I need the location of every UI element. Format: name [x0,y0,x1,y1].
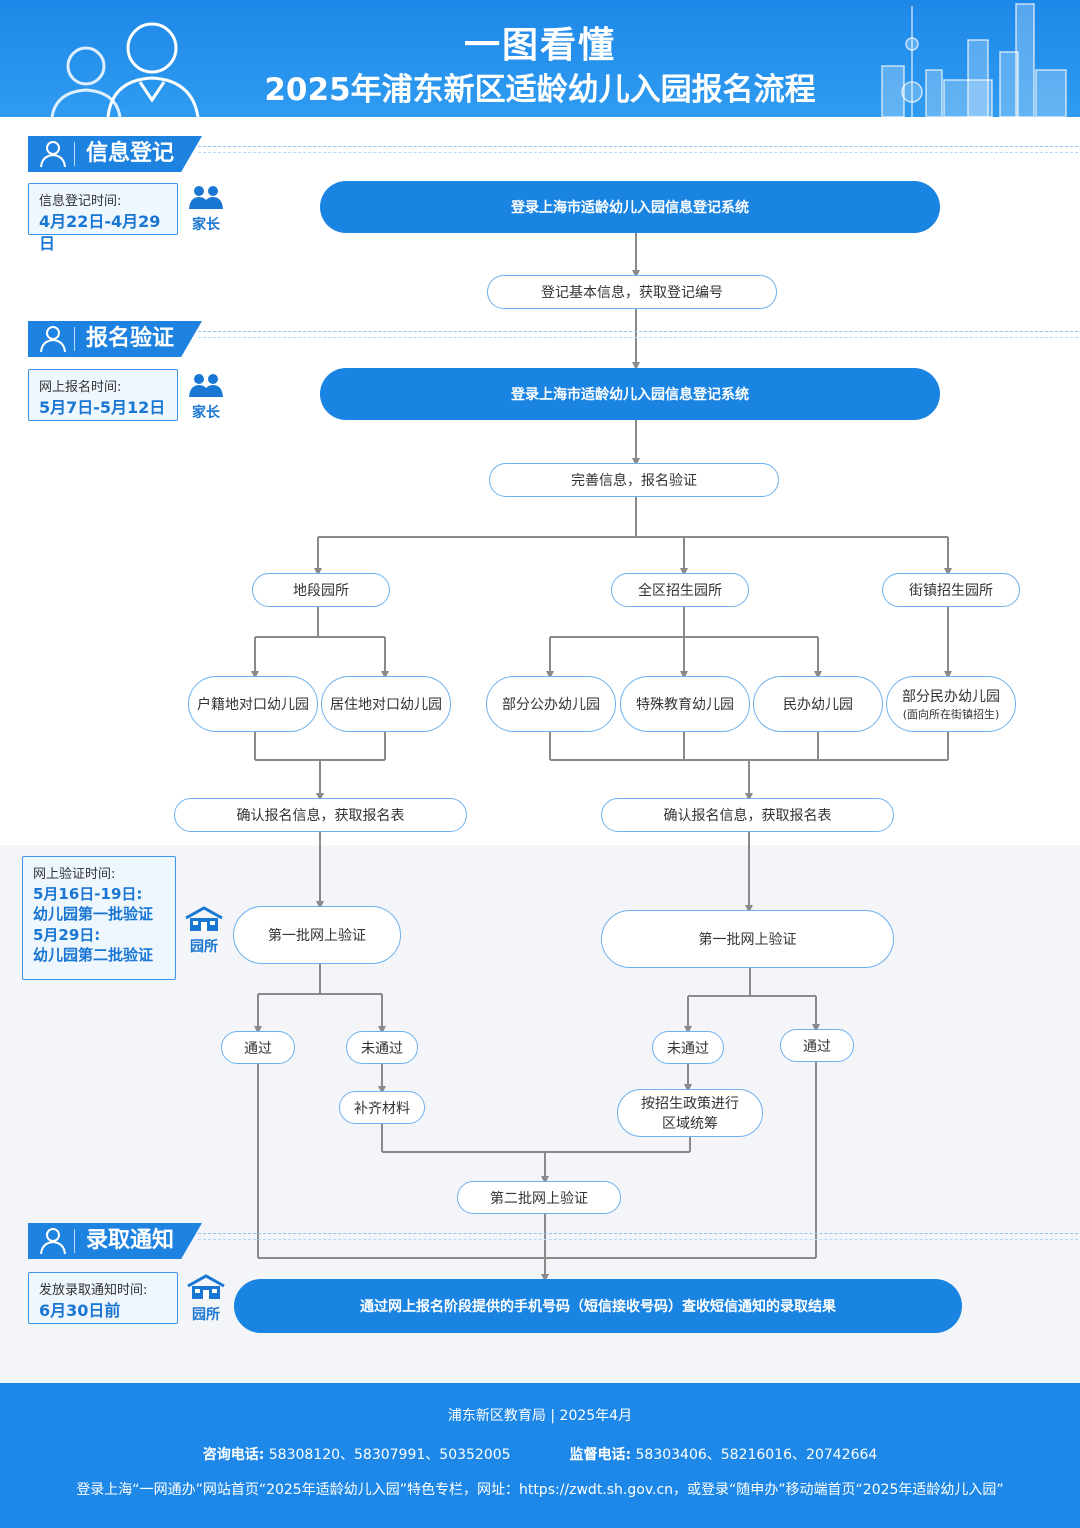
parents-icon [189,186,223,209]
node-policy-coordination: 按招生政策进行 区域统筹 [617,1089,763,1137]
parents-icon [189,374,223,397]
admission-time-title: 发放录取通知时间: [39,1283,148,1298]
section-label-enrollment: 报名验证 [86,326,175,351]
school-building-icon [187,1274,225,1299]
verification-time-box: 网上验证时间: 5月16日-19日: 幼儿园第一批验证 5月29日: 幼儿园第二… [22,856,176,980]
flow-connectors [251,232,952,1282]
policy-line-2: 区域统筹 [662,1116,718,1132]
step-first-verification-left: 第一批网上验证 [233,906,401,964]
verification-time-value-1: 5月16日-19日: [33,885,143,903]
person-icon [40,141,66,168]
node-district-kindergarten: 地段园所 [252,573,390,607]
policy-line-1: 按招生政策进行 [641,1096,739,1112]
node-fail-right: 未通过 [652,1031,724,1064]
node-supplement-materials: 补齐材料 [339,1091,425,1124]
step-second-verification: 第二批网上验证 [457,1181,621,1214]
role-label-kindergarten-2: 园所 [192,1307,220,1323]
verification-time-value-3: 5月29日: [33,925,101,944]
person-icon [40,1228,66,1255]
step-admission-result: 通过网上报名阶段提供的手机号码（短信接收号码）查收短信通知的录取结果 [234,1279,962,1333]
role-parent-2: 家长 [182,372,230,422]
step-confirm-info-left: 确认报名信息，获取报名表 [174,798,467,832]
header-banner: 一图看懂 2025年浦东新区适龄幼儿入园报名流程 [0,0,1080,117]
town-private-label: 部分民办幼儿园 [902,689,1000,705]
verification-time-value-4: 幼儿园第二批验证 [33,945,154,964]
verification-time-value-2: 幼儿园第一批验证 [33,905,154,924]
consult-phone-value: 58308120、58307991、50352005 [268,1447,511,1463]
node-special-kindergarten: 特殊教育幼儿园 [620,676,750,732]
node-juzhu-kindergarten: 居住地对口幼儿园 [321,676,451,732]
node-private-kindergarten: 民办幼儿园 [753,676,883,732]
node-pass-left: 通过 [221,1031,295,1064]
footer-org-date: 浦东新区教育局 | 2025年4月 [447,1408,633,1424]
section-label-registration: 信息登记 [86,141,175,166]
enrollment-time-value: 5月7日-5月12日 [39,398,166,417]
role-label-kindergarten-1: 园所 [190,939,218,955]
registration-time-value: 4月22日-4月29日 [39,212,161,253]
step-register-basic-info: 登记基本信息，获取登记编号 [487,275,777,309]
admission-time-value: 6月30日前 [39,1301,121,1320]
node-town-kindergarten: 街镇招生园所 [882,573,1020,607]
step-first-verification-right: 第一批网上验证 [601,910,894,968]
header-title-line1: 一图看懂 [463,25,616,66]
city-skyline-icon [881,3,1067,117]
role-kindergarten-1: 园所 [180,906,228,956]
enrollment-time-title: 网上报名时间: [39,380,122,395]
node-huji-kindergarten: 户籍地对口幼儿园 [188,676,318,732]
node-pass-right: 通过 [780,1029,854,1062]
footer: 浦东新区教育局 | 2025年4月 咨询电话: 58308120、5830799… [0,1383,1080,1528]
role-label-parent-2: 家长 [192,405,220,421]
people-illustration-icon [50,22,200,117]
section-label-admission: 录取通知 [86,1228,175,1253]
verification-time-title: 网上验证时间: [33,867,116,882]
section-tab-admission: 录取通知 [28,1223,1078,1259]
registration-time-box: 信息登记时间: 4月22日-4月29日 [28,183,178,253]
section-tab-enrollment: 报名验证 [28,321,1078,357]
header-decoration [50,3,1067,117]
section-tab-registration: 信息登记 [28,136,1078,172]
node-all-district-kindergarten: 全区招生园所 [611,573,749,607]
school-building-icon [185,906,223,931]
admission-time-box: 发放录取通知时间: 6月30日前 [28,1272,178,1324]
role-kindergarten-2: 园所 [182,1274,230,1324]
node-town-private-kindergarten: 部分民办幼儿园 (面向所在街镇招生) [886,676,1016,732]
node-public-kindergarten: 部分公办幼儿园 [486,676,616,732]
footer-phones: 咨询电话: 58308120、58307991、50352005 监督电话: 5… [0,1444,1080,1464]
step-confirm-info-right: 确认报名信息，获取报名表 [601,798,894,832]
town-private-note: (面向所在街镇招生) [902,708,1000,721]
enrollment-time-box: 网上报名时间: 5月7日-5月12日 [28,369,178,421]
role-parent-1: 家长 [182,184,230,234]
node-fail-left: 未通过 [346,1031,418,1064]
footer-website-note: 登录上海“一网通办”网站首页“2025年适龄幼儿入园”特色专栏，网址：https… [76,1482,1004,1498]
role-label-parent-1: 家长 [192,217,220,233]
step-complete-info: 完善信息，报名验证 [489,463,779,497]
header-title-line2: 2025年浦东新区适龄幼儿入园报名流程 [264,72,816,108]
step-login-system-2: 登录上海市适龄幼儿入园信息登记系统 [320,368,940,420]
consult-phone-label: 咨询电话: [202,1447,265,1463]
step-login-system-1: 登录上海市适龄幼儿入园信息登记系统 [320,181,940,233]
supervise-phone-label: 监督电话: [569,1447,632,1463]
registration-time-title: 信息登记时间: [39,194,122,209]
person-icon [40,326,66,353]
supervise-phone-value: 58303406、58216016、20742664 [635,1447,878,1463]
